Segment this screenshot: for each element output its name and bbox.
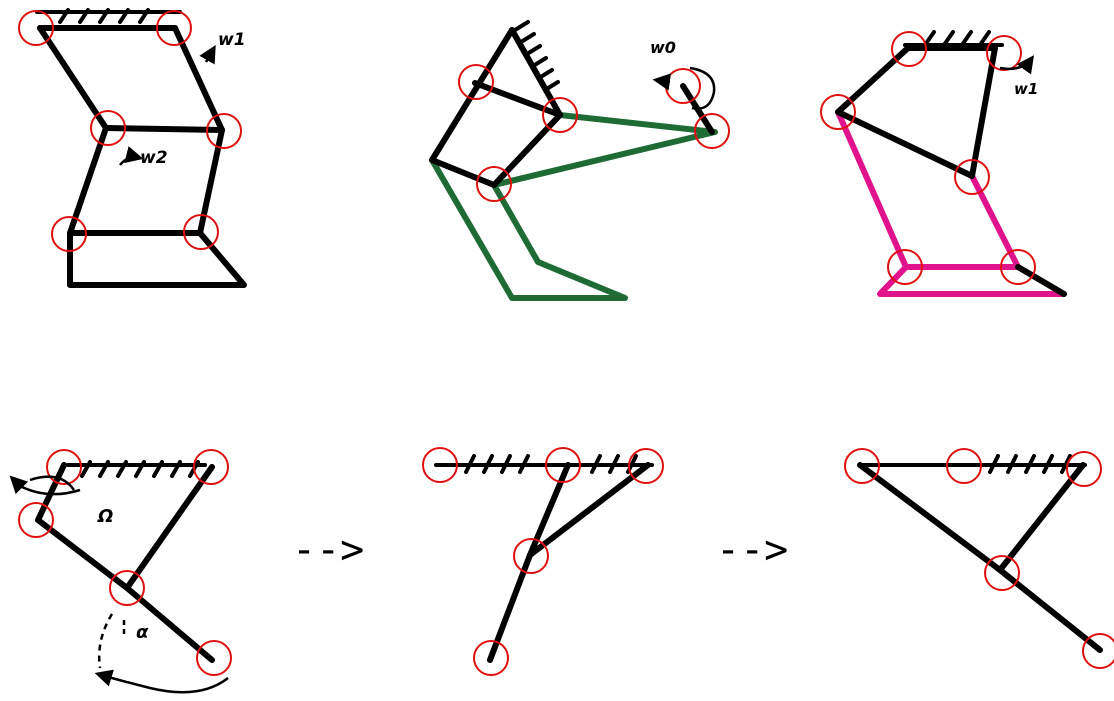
ground-hatch <box>434 454 654 474</box>
transition-arrow-1: --> <box>292 527 364 573</box>
ground-hatch <box>513 20 560 92</box>
joints <box>458 64 730 202</box>
transition-arrow-2: --> <box>716 527 788 573</box>
ground-hatch <box>66 460 207 478</box>
label-alpha: α <box>136 622 149 643</box>
label-w0: w0 <box>650 38 676 57</box>
magenta-overlay-links <box>835 109 1067 297</box>
links <box>857 462 1103 653</box>
joints <box>18 449 232 676</box>
joints <box>422 447 664 676</box>
label-omega: Ω <box>97 506 113 527</box>
label-w2: w2 <box>140 148 168 168</box>
annotations <box>999 55 1035 75</box>
joints <box>820 31 1036 285</box>
ground-hatch <box>903 30 1004 47</box>
label-w1: w1 <box>218 30 246 50</box>
diagram-6-linkage <box>844 448 1114 669</box>
green-overlay-links <box>429 112 718 301</box>
diagram-2-linkage-with-green-overlay: w0 <box>429 20 730 301</box>
black-links <box>835 45 1067 297</box>
label-w1: w1 <box>1014 80 1038 98</box>
diagram-3-linkage-with-magenta-overlay: w1 <box>820 30 1067 297</box>
annotations <box>652 66 716 110</box>
ground-hatch <box>35 8 182 24</box>
joints <box>844 448 1114 669</box>
annotations <box>119 44 216 166</box>
ground-hatch <box>858 454 1087 474</box>
diagram-4-crank-linkage: Ω α <box>9 449 232 694</box>
annotations <box>9 475 229 694</box>
joints <box>18 10 242 252</box>
links <box>487 462 651 663</box>
diagram-5-linkage <box>422 447 664 676</box>
diagram-1-stacked-linkage: w1 w2 <box>18 8 247 288</box>
links <box>35 462 215 663</box>
